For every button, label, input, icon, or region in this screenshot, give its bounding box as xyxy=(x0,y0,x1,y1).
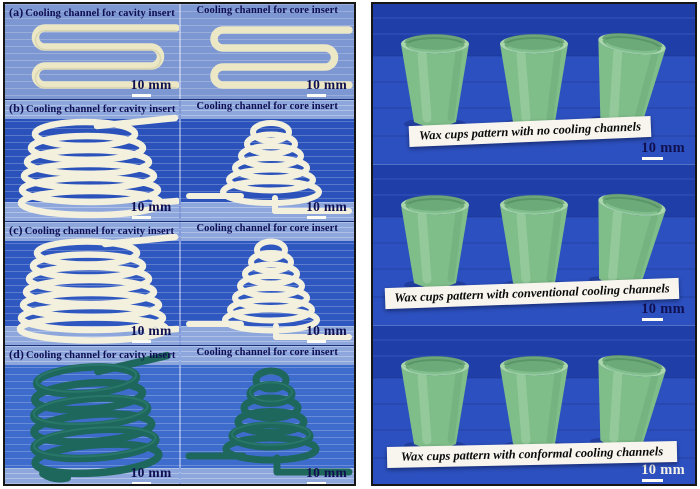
scale-line xyxy=(307,340,327,343)
table-edge-band xyxy=(5,222,179,241)
panel-letter: (a) xyxy=(9,5,24,19)
scale-line xyxy=(307,482,327,484)
scale-line xyxy=(307,216,327,219)
wax-cups-photo-conformal: Wax cups pattern with conformal cooling … xyxy=(373,325,695,484)
panel-c-cavity-photo: (c)Cooling channel for cavity insert 10 … xyxy=(5,222,179,345)
panel-b-cavity-caption: (b)Cooling channel for cavity insert xyxy=(9,101,177,116)
scale-label: 10 mm xyxy=(306,77,347,92)
scale-bar: 10 mm xyxy=(306,465,347,484)
wax-cups-graphic xyxy=(373,165,695,325)
caption-text: Cooling channel for core insert xyxy=(196,223,339,234)
panel-d-row: (d)Cooling channel for cavity insert 10 … xyxy=(5,345,355,484)
panel-a-cavity-caption: (a)Cooling channel for cavity insert xyxy=(9,5,177,20)
serpentine-channel-graphic xyxy=(209,26,353,89)
serpentine-channel-graphic xyxy=(31,24,179,89)
conical-spiral-channel-graphic xyxy=(185,120,352,214)
panel-d-core-photo: Cooling channel for core insert 10 mm xyxy=(178,346,355,484)
caption-text: Cooling channel for core insert xyxy=(196,101,339,112)
scale-label: 10 mm xyxy=(641,301,685,317)
caption-text: Cooling channel for cavity insert xyxy=(25,350,176,361)
table-edge-band xyxy=(180,346,354,365)
panel-c-core-photo: Cooling channel for core insert 10 mm xyxy=(178,222,355,345)
panel-c-core-caption: Cooling channel for core insert xyxy=(181,223,355,234)
spiral-channel-graphic xyxy=(17,114,179,219)
scale-bar: 10 mm xyxy=(131,199,172,219)
conical-spiral-channel-graphic xyxy=(185,367,352,476)
spiral-channel-graphic xyxy=(16,233,179,344)
panel-a-core-photo: Cooling channel for core insert 10 mm xyxy=(178,4,355,99)
scale-bar: 10 mm xyxy=(306,77,347,97)
spiral-channel-graphic xyxy=(30,351,171,483)
scale-line xyxy=(131,94,151,97)
scale-bar: 10 mm xyxy=(131,77,172,97)
caption-text: Cooling channel for cavity insert xyxy=(24,226,175,237)
scale-line xyxy=(642,157,664,160)
caption-text: Cooling channel for core insert xyxy=(196,5,339,16)
panel-d-cavity-photo: (d)Cooling channel for cavity insert 10 … xyxy=(5,346,179,484)
scale-label: 10 mm xyxy=(641,140,685,156)
panel-b-core-caption: Cooling channel for core insert xyxy=(181,101,355,112)
scale-bar: 10 mm xyxy=(130,465,172,484)
table-edge-band xyxy=(180,100,354,119)
panel-a-core-caption: Cooling channel for core insert xyxy=(181,5,355,16)
panel-a-cavity-photo: (a)Cooling channel for cavity insert 10 … xyxy=(5,4,179,99)
panel-letter: (b) xyxy=(9,101,24,115)
table-edge-band xyxy=(5,100,179,119)
scale-line xyxy=(307,94,327,97)
panel-b-cavity-photo: (b)Cooling channel for cavity insert 10 … xyxy=(5,100,179,221)
wax-cups-montage: Wax cups pattern with no cooling channel… xyxy=(371,2,697,486)
caption-text: Cooling channel for core insert xyxy=(196,347,339,358)
scale-line xyxy=(131,216,151,219)
conical-spiral-channel-graphic xyxy=(185,238,352,340)
scale-label: 10 mm xyxy=(306,323,347,338)
panel-letter: (c) xyxy=(9,223,23,237)
scale-label: 10 mm xyxy=(130,77,172,92)
scale-line xyxy=(642,318,664,321)
scale-label: 10 mm xyxy=(130,465,172,480)
wax-cups-photo-conventional: Wax cups pattern with conventional cooli… xyxy=(373,164,695,325)
scale-bar: 10 mm xyxy=(641,140,685,160)
panel-c-row: (c)Cooling channel for cavity insert 10 … xyxy=(5,221,354,345)
scale-bar: 10 mm xyxy=(641,462,685,482)
panel-letter: (d) xyxy=(9,347,24,361)
scale-bar: 10 mm xyxy=(306,323,347,343)
scale-line xyxy=(131,340,151,343)
scale-bar: 10 mm xyxy=(641,301,685,321)
caption-text: Cooling channel for cavity insert xyxy=(25,104,176,115)
scale-line xyxy=(642,479,664,482)
scale-label: 10 mm xyxy=(130,323,172,338)
scale-bar: 10 mm xyxy=(131,323,172,343)
scale-label: 10 mm xyxy=(130,199,172,214)
scale-label: 10 mm xyxy=(306,199,347,214)
scale-label: 10 mm xyxy=(641,462,685,478)
caption-text: Cooling channel for cavity insert xyxy=(25,8,175,19)
panel-b-core-photo: Cooling channel for core insert 10 mm xyxy=(178,100,355,221)
scale-bar: 10 mm xyxy=(306,199,347,219)
wax-cups-photo-no-cooling: Wax cups pattern with no cooling channel… xyxy=(373,4,695,164)
cooling-channel-montage: (a)Cooling channel for cavity insert 10 … xyxy=(3,2,356,486)
scale-line xyxy=(131,482,151,484)
table-edge-band xyxy=(180,222,354,241)
panel-b-row: (b)Cooling channel for cavity insert 10 … xyxy=(5,99,354,221)
caption-text: Wax cups pattern with conformal cooling … xyxy=(400,444,664,464)
scale-label: 10 mm xyxy=(306,465,347,480)
panel-d-core-caption: Cooling channel for core insert xyxy=(181,347,355,358)
panel-c-cavity-caption: (c)Cooling channel for cavity insert xyxy=(9,223,177,238)
panel-a-row: (a)Cooling channel for cavity insert 10 … xyxy=(5,4,354,99)
panel-d-cavity-caption: (d)Cooling channel for cavity insert xyxy=(9,347,177,362)
